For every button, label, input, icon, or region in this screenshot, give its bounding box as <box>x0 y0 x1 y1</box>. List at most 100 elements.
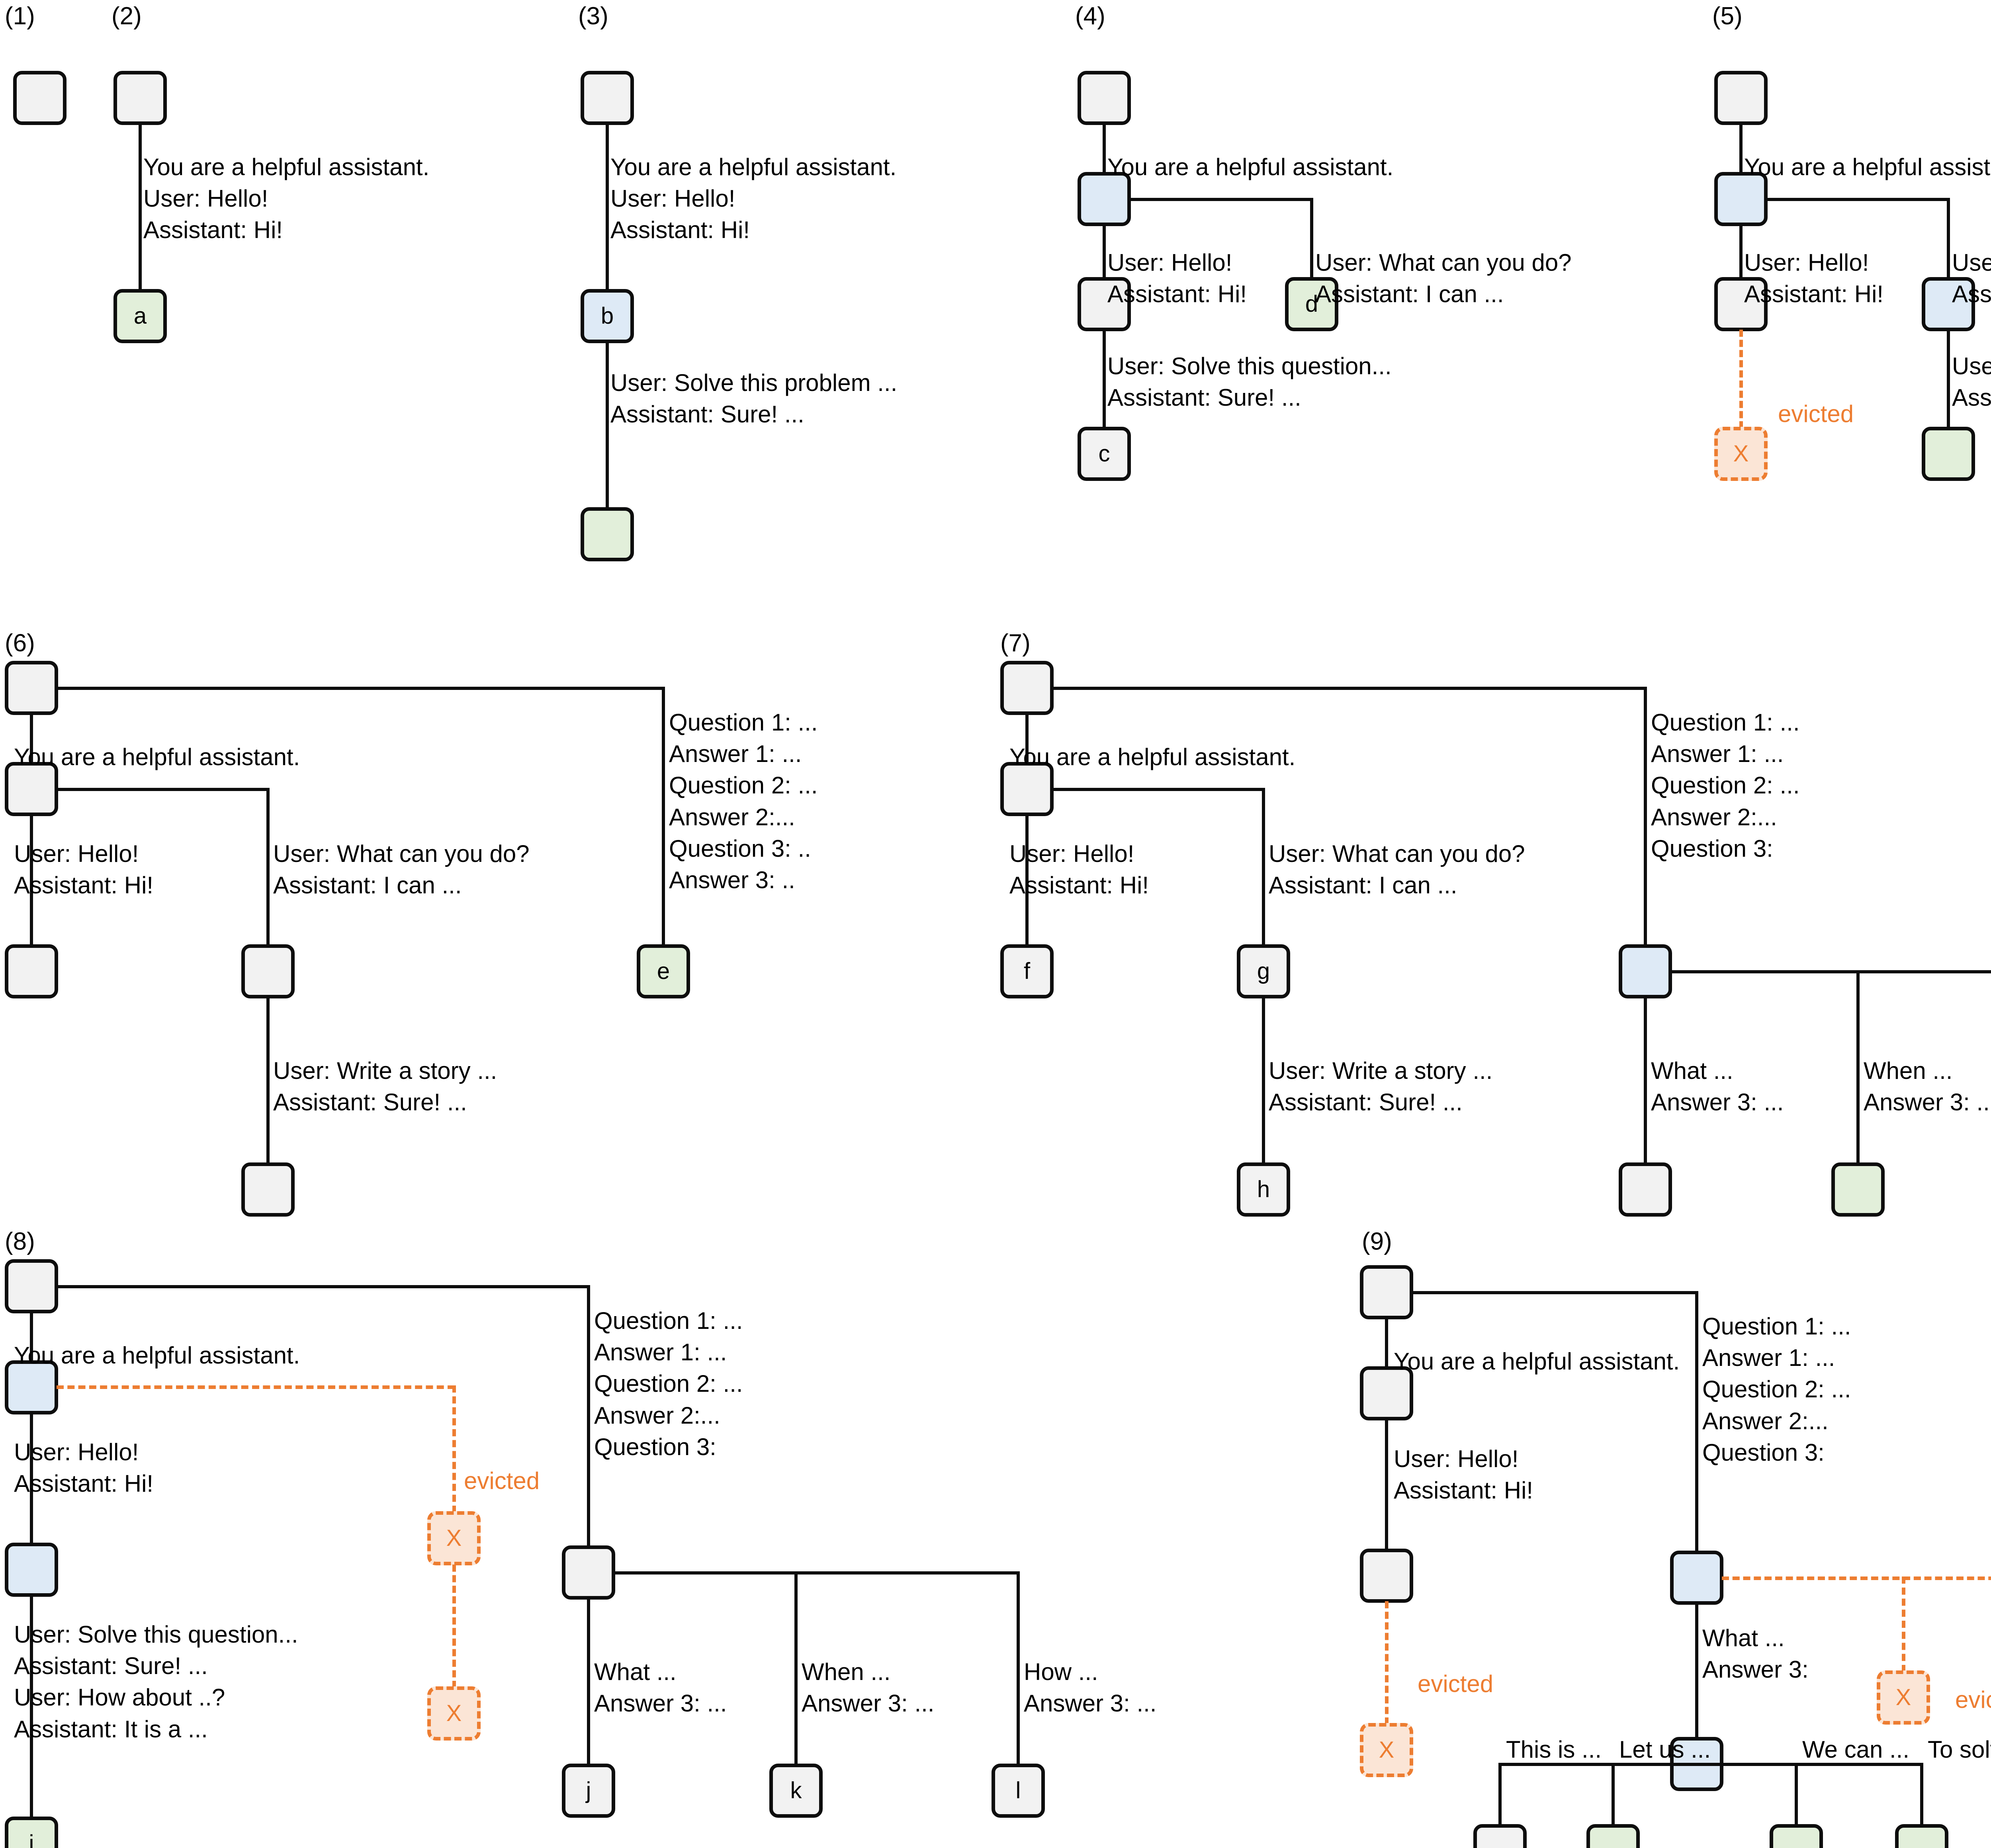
p4-node-leaf-c[interactable]: c <box>1078 427 1131 481</box>
p6-edge-mid-to-leafmid <box>266 997 270 1164</box>
p4-node-root[interactable] <box>1078 71 1131 125</box>
p4-edge-branch-to-d <box>1310 198 1313 279</box>
p6-node-leaf-mid[interactable] <box>241 1162 295 1217</box>
p8-text-what: What ... Answer 3: ... <box>594 1659 727 1717</box>
p6-node-branch[interactable] <box>5 762 58 816</box>
p9-dashed-edge-left <box>1385 1601 1389 1725</box>
p7-edge-root-h <box>1052 687 1647 690</box>
p6-text-qa: Question 1: ... Answer 1: ... Question 2… <box>669 709 818 893</box>
p5-node-branch[interactable] <box>1714 172 1768 226</box>
p3-edge-root-to-b <box>606 123 609 291</box>
p6-node-mid[interactable] <box>241 944 295 998</box>
panel-label-3: (3) <box>578 2 608 30</box>
p7-node-branch-blue[interactable] <box>1619 944 1672 998</box>
p5-dashed-edge-evicted <box>1739 330 1743 428</box>
p9-node-leaf-we-can[interactable] <box>1770 1824 1823 1848</box>
p9-edge-root-to-blue1 <box>1695 1291 1698 1578</box>
p2-node-root[interactable] <box>113 71 167 125</box>
p9-dashed-edge-h <box>1722 1576 1991 1580</box>
p6-text-story: User: Write a story ... Assistant: Sure!… <box>273 1057 497 1116</box>
p8-edge-branchright-h <box>614 1571 1020 1575</box>
p9-evicted-label-right: evicted <box>1955 1686 1991 1713</box>
p9-node-leaf-to-solve[interactable] <box>1895 1824 1948 1848</box>
p7-edge-root-to-blue <box>1644 687 1647 946</box>
p9-edge-to-tosolve <box>1920 1763 1923 1848</box>
p8-node-leaf-j[interactable]: j <box>562 1764 615 1818</box>
p7-node-g[interactable]: g <box>1237 944 1290 998</box>
p7-node-branch[interactable] <box>1000 762 1054 816</box>
p7-edge-branch-to-f <box>1025 815 1029 946</box>
p7-text-mid: User: What can you do? Assistant: I can … <box>1269 840 1525 899</box>
p6-node-leaf-left[interactable] <box>5 944 58 998</box>
panel-label-5: (5) <box>1712 2 1743 30</box>
p9-node-evicted-left[interactable]: X <box>1360 1723 1413 1777</box>
p3-node-root[interactable] <box>581 71 634 125</box>
p8-node-evicted-1[interactable]: X <box>427 1511 481 1565</box>
p4-text-solve: User: Solve this question... Assistant: … <box>1107 353 1392 411</box>
p5-text-system: You are a helpful assistant. <box>1744 154 1991 180</box>
p9-node-evicted-mid[interactable]: X <box>1877 1670 1930 1725</box>
p2-node-leaf-a[interactable]: a <box>113 289 167 343</box>
p8-node-branch-blue-1[interactable] <box>5 1360 58 1414</box>
panel-label-7: (7) <box>1000 629 1031 657</box>
p5-node-leaf[interactable] <box>1922 427 1975 481</box>
p8-text-when: When ... Answer 3: ... <box>802 1659 935 1717</box>
p9-edge-blue1-to-blue2 <box>1695 1603 1698 1739</box>
p9-edge-to-thisis <box>1498 1763 1502 1848</box>
p5-text-story: User: Write a story ... Assistant: Sure!… <box>1952 353 1991 411</box>
p8-node-leaf-i[interactable]: i <box>5 1817 58 1848</box>
p9-text-what: What ... Answer 3: <box>1702 1625 1809 1683</box>
p9-node-mid[interactable] <box>1360 1366 1413 1420</box>
p9-text-we-can: We can ... <box>1802 1736 1910 1763</box>
p8-edge-branchright-to-l <box>1017 1571 1020 1765</box>
p5-node-root[interactable] <box>1714 71 1768 125</box>
p5-node-mid-right[interactable] <box>1922 277 1975 331</box>
panel-label-6: (6) <box>5 629 35 657</box>
p7-node-leaf-when[interactable] <box>1831 1162 1885 1217</box>
p9-node-branch-blue-1[interactable] <box>1670 1551 1723 1605</box>
p8-node-branch-blue-2[interactable] <box>5 1543 58 1597</box>
p5-node-mid-left[interactable] <box>1714 277 1768 331</box>
p7-edge-root-to-branch <box>1025 713 1029 764</box>
p9-node-root[interactable] <box>1360 1265 1413 1319</box>
p3-node-leaf[interactable] <box>581 507 634 561</box>
p9-text-system: You are a helpful assistant. <box>1394 1348 1680 1375</box>
p8-evicted-label: evicted <box>464 1467 540 1494</box>
p8-node-root[interactable] <box>5 1259 58 1313</box>
p2-edge-root-to-a <box>139 123 142 291</box>
p7-node-leaf-what[interactable] <box>1619 1162 1672 1217</box>
p6-node-leaf-e[interactable]: e <box>637 944 690 998</box>
p6-edge-branch-to-leafleft <box>30 815 33 946</box>
p4-edge-branch-to-mid <box>1103 225 1106 279</box>
p7-node-leaf-f[interactable]: f <box>1000 944 1054 998</box>
p5-edge-branch-h <box>1766 198 1950 201</box>
p8-node-branch-right[interactable] <box>562 1545 615 1600</box>
p4-node-branch[interactable] <box>1078 172 1131 226</box>
p9-node-leaf-this-is[interactable] <box>1473 1824 1527 1848</box>
p9-edge-root-to-mid <box>1385 1318 1388 1368</box>
p9-node-lower[interactable] <box>1360 1549 1413 1603</box>
p7-edge-branch-to-g <box>1262 788 1265 946</box>
p5-node-evicted[interactable]: X <box>1714 427 1768 481</box>
p7-node-root[interactable] <box>1000 661 1054 715</box>
p6-node-root[interactable] <box>5 661 58 715</box>
p8-edge-blue1-to-blue2 <box>30 1413 33 1544</box>
p8-node-evicted-2[interactable]: X <box>427 1686 481 1741</box>
p9-node-leaf-let-us[interactable] <box>1586 1824 1640 1848</box>
p8-edge-root-h <box>57 1285 590 1288</box>
p1-node-root[interactable] <box>13 71 66 125</box>
p9-dashed-edge-to-evicted-mid <box>1902 1576 1905 1672</box>
p4-text-right-branch: User: What can you do? Assistant: I can … <box>1315 249 1572 308</box>
p9-text-let-us: Let us ... <box>1619 1736 1711 1763</box>
p4-node-mid[interactable] <box>1078 277 1131 331</box>
p4-text-system: You are a helpful assistant. <box>1107 154 1394 180</box>
p8-node-leaf-k[interactable]: k <box>769 1764 823 1818</box>
p7-node-leaf-h[interactable]: h <box>1237 1162 1290 1217</box>
p7-text-qa: Question 1: ... Answer 1: ... Question 2… <box>1651 709 1800 862</box>
p5-edge-midright-to-leaf <box>1947 330 1950 428</box>
p8-edge-root-to-branchright <box>587 1285 590 1547</box>
p8-node-leaf-l[interactable]: l <box>992 1764 1045 1818</box>
p3-node-b[interactable]: b <box>581 289 634 343</box>
p4-node-leaf-d[interactable]: d <box>1285 277 1338 331</box>
